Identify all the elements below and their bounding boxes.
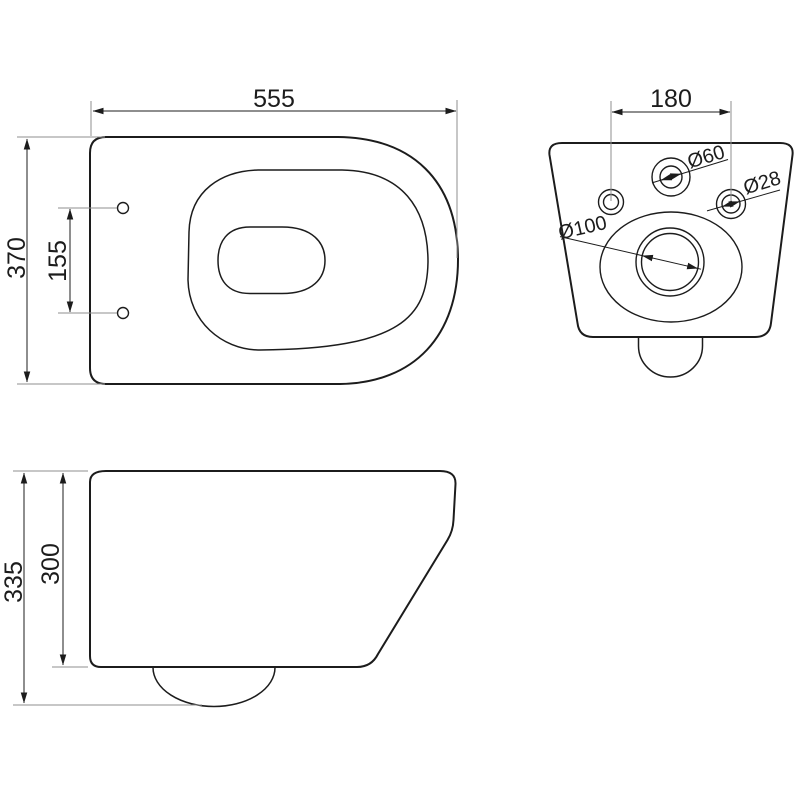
dimension-top-width: 555 [90, 85, 458, 258]
leader-line-d100 [559, 236, 702, 270]
side-body-label: 300 [37, 543, 65, 585]
outlet-recess-oval [599, 211, 743, 323]
leader-line-d28 [706, 189, 781, 212]
water-inlet-hole-inner [659, 165, 683, 189]
leader-arrow-d60-right [669, 173, 682, 180]
dimension-side-body: 300 [37, 472, 88, 668]
bowl-opening-outline [217, 226, 326, 295]
side-body-outline [89, 470, 457, 668]
top-width-label: 555 [253, 85, 295, 113]
waste-outlet-label: Ø100 [556, 212, 609, 244]
rear-outlet-dome [637, 337, 704, 378]
side-overall-label: 335 [0, 561, 28, 603]
rear-view: 180 Ø60 Ø28 Ø100 [548, 85, 794, 378]
top-depth-label: 370 [3, 237, 31, 279]
leader-arrow-d100-right [686, 262, 699, 270]
fixing-hole-label: Ø28 [741, 167, 784, 199]
hinge-spacing-label: 155 [44, 240, 72, 282]
dimension-side-overall: 335 [0, 470, 202, 706]
leader-arrow-d60-left [660, 173, 673, 181]
side-view: 335 300 [0, 470, 457, 708]
top-view: 555 370 155 [3, 85, 460, 385]
outlet-pipe-outer [635, 227, 705, 297]
dimension-hinge-spacing: 155 [44, 207, 117, 314]
leader-arrow-d28-right [728, 201, 740, 208]
dimension-top-depth: 370 [3, 136, 105, 385]
rear-body-outline [548, 142, 794, 338]
fixing-spacing-label: 180 [650, 85, 692, 113]
dimension-fixing-spacing: 180 [610, 85, 732, 202]
water-inlet-hole-outer [651, 157, 691, 197]
top-outer-outline [89, 136, 460, 385]
outlet-pipe-inner [640, 232, 700, 292]
side-outlet-dome [152, 666, 276, 708]
hinge-hole-lower [116, 306, 130, 320]
hinge-hole-upper [116, 201, 130, 215]
leader-arrow-d100-left [641, 254, 654, 262]
callout-waste-outlet: Ø100 [556, 212, 702, 270]
leader-arrow-d28-left [722, 200, 734, 207]
water-inlet-label: Ø60 [685, 141, 728, 173]
seat-opening-outline [187, 169, 429, 351]
